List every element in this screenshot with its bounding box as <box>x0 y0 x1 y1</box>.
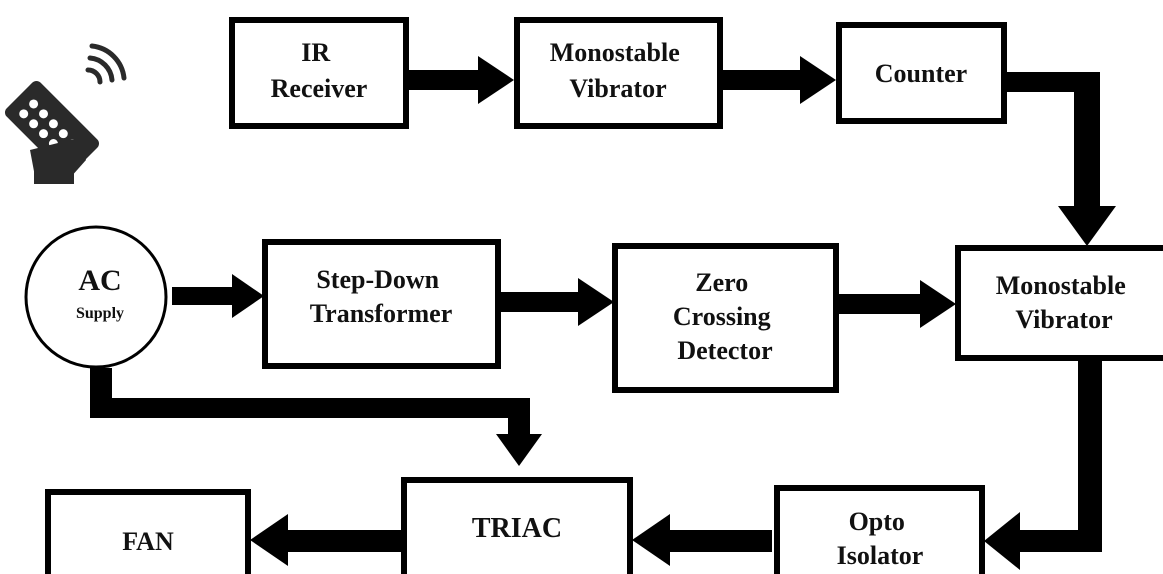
triac-label: TRIAC <box>472 513 562 544</box>
counter-line1: Counter <box>875 59 967 88</box>
monostable-right-block <box>955 245 1163 361</box>
ir-receiver-block <box>229 17 409 129</box>
monostable-right-label: Monostable Vibrator <box>996 271 1133 334</box>
blocks <box>24 17 1163 574</box>
arrow-triac-to-fan <box>250 514 402 566</box>
zero-crossing-line2: Crossing <box>673 302 771 331</box>
monostable-top-label: Monostable Vibrator <box>550 38 687 103</box>
opto-isolator-line2: Isolator <box>837 541 924 570</box>
zero-crossing-block <box>612 243 839 393</box>
triac-block <box>401 477 633 574</box>
step-down-label: Step-Down Transformer <box>310 265 452 328</box>
zero-crossing-line3: Detector <box>677 336 772 365</box>
zero-crossing-line1: Zero <box>695 268 748 297</box>
arrow-opto-to-triac <box>632 514 772 566</box>
ir-receiver-line2: Receiver <box>271 74 368 103</box>
hand-icon <box>30 138 86 184</box>
connectors <box>90 56 1116 570</box>
arrow-stepdown-to-zerocrossing <box>498 278 614 326</box>
arrow-monostable-to-counter <box>722 56 836 104</box>
arrow-monostable-to-opto <box>984 356 1102 570</box>
arrow-ac-to-stepdown <box>172 274 264 318</box>
ac-supply-main-label: AC <box>78 264 121 297</box>
opto-isolator-line1: Opto <box>849 507 905 536</box>
counter-block <box>836 22 1007 124</box>
ir-receiver-label: IR Receiver <box>271 38 368 103</box>
fan-block <box>45 489 251 574</box>
fan-line1: FAN <box>122 527 174 556</box>
monostable-top-block <box>514 17 723 129</box>
signal-waves-icon <box>85 43 127 85</box>
arrow-zerocrossing-to-monostable <box>836 280 956 328</box>
monostable-right-line1: Monostable <box>996 271 1126 300</box>
arrow-ac-to-triac <box>90 368 542 466</box>
opto-isolator-label: Opto Isolator <box>837 507 924 570</box>
counter-label: Counter <box>875 59 967 88</box>
ac-supply-sub-label: Supply <box>76 305 124 322</box>
monostable-top-line2: Vibrator <box>569 74 666 103</box>
arrow-ir-to-monostable <box>408 56 514 104</box>
ir-receiver-line1: IR <box>301 38 330 67</box>
triac-line1: TRIAC <box>472 513 562 544</box>
monostable-top-line1: Monostable <box>550 38 680 67</box>
fan-label: FAN <box>122 527 174 556</box>
step-down-line1: Step-Down <box>316 265 439 294</box>
ac-supply-circle <box>24 225 168 369</box>
labels: IR Receiver Monostable Vibrator Counter … <box>76 38 1133 570</box>
arrow-counter-to-monostable-right <box>1006 72 1116 246</box>
zero-crossing-label: Zero Crossing Detector <box>673 268 777 365</box>
step-down-block <box>262 239 501 369</box>
monostable-right-line2: Vibrator <box>1015 305 1112 334</box>
step-down-line2: Transformer <box>310 299 452 328</box>
opto-isolator-block <box>774 485 985 574</box>
